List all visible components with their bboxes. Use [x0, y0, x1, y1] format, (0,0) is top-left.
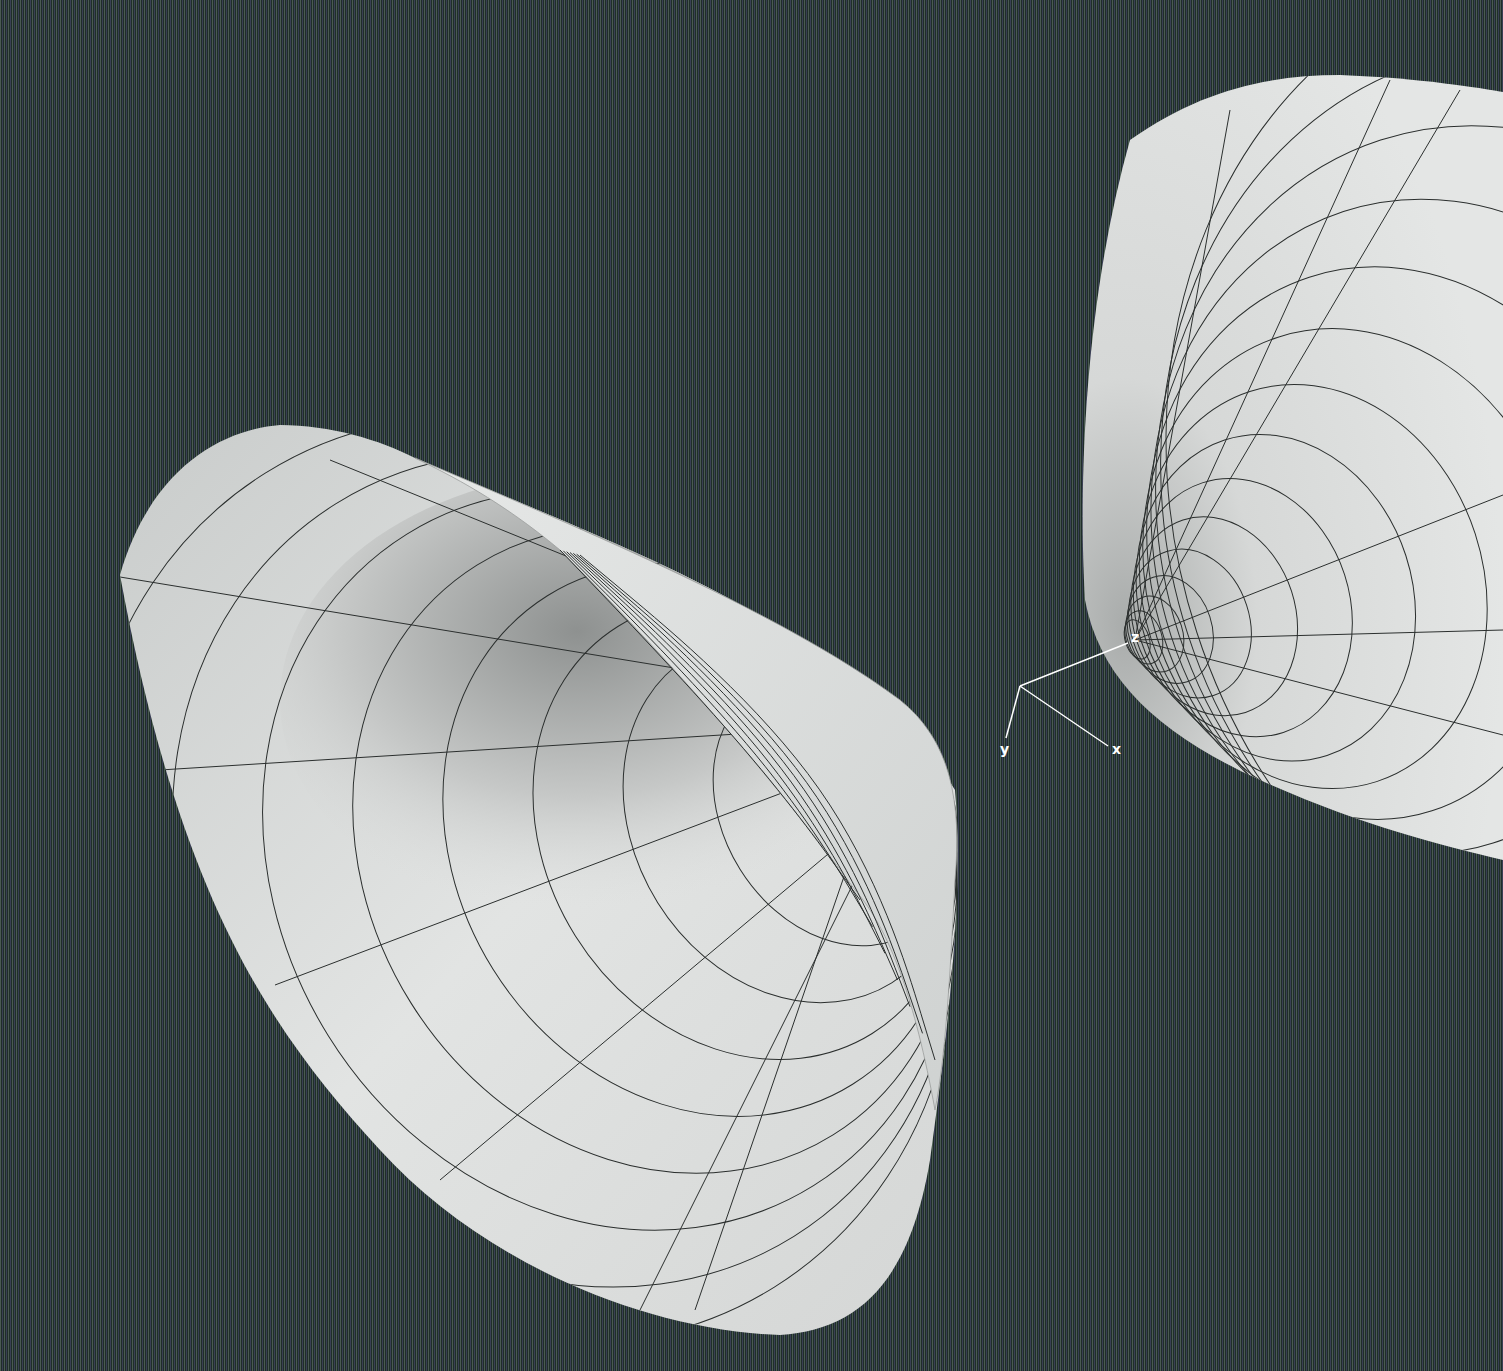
- grid-ring: [567, 552, 885, 954]
- grid-ring: [17, 304, 1113, 1371]
- grid-ring: [1031, 0, 1503, 1144]
- grid-ring: [1088, 339, 1503, 834]
- grid-ring: [1080, 273, 1503, 875]
- z-axis: [1020, 643, 1128, 686]
- grid-meridian: [1135, 630, 1503, 640]
- grid-ring: [573, 553, 910, 1006]
- y-axis: [1006, 686, 1020, 738]
- grid-ring: [1053, 34, 1503, 1024]
- grid-meridian: [695, 830, 860, 1310]
- left-surface: [0, 250, 1131, 1371]
- grid-ring: [0, 250, 1131, 1371]
- grid-ring: [1042, 0, 1503, 1081]
- grid-ring: [1072, 200, 1503, 920]
- grid-ring: [580, 555, 935, 1060]
- grid-ring: [570, 553, 898, 981]
- x-axis: [1020, 686, 1108, 746]
- grid-ring: [560, 550, 860, 900]
- grid-meridian: [1135, 640, 1503, 735]
- surface-fold: [415, 458, 957, 1110]
- grid-ring: [233, 412, 1078, 1287]
- grid-ring: [125, 358, 1095, 1361]
- grid-meridian: [1135, 495, 1503, 640]
- right-surface: [1031, 0, 1503, 1144]
- axis-triad: [1006, 643, 1128, 746]
- axis-label: x: [1112, 742, 1121, 756]
- grid-ring: [1063, 120, 1503, 969]
- grid-meridian: [1135, 80, 1390, 640]
- grid-ring: [563, 551, 872, 927]
- surface-body: [1083, 75, 1503, 860]
- grid-meridian: [1135, 90, 1460, 640]
- axis-label: y: [1000, 742, 1009, 756]
- axis-label: z: [1131, 630, 1139, 644]
- grid-ring: [577, 554, 923, 1033]
- grid-ring: [1110, 533, 1270, 714]
- grid-ring: [1095, 398, 1458, 798]
- surface-body: [120, 425, 958, 1335]
